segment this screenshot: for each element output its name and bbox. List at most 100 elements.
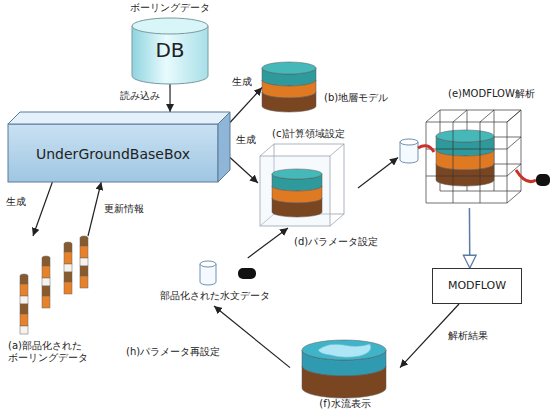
node-illustration (258, 128, 358, 228)
cylinder-top (132, 18, 208, 34)
node-illustration (398, 88, 550, 208)
borehole-cap (20, 274, 28, 278)
calc-domain: (c)計算領域設定 (258, 128, 358, 228)
borehole-cap (80, 236, 88, 240)
strata-layer (436, 150, 494, 170)
flow-display: (f)水流表示 (290, 338, 400, 412)
borehole-segment (64, 272, 72, 282)
database-label: DB (155, 38, 184, 62)
flow-arrow (469, 208, 471, 268)
grid-line (440, 191, 521, 192)
strata-layer (272, 198, 322, 217)
node-label: 部品化された水文データ (160, 290, 270, 302)
node-label: (f)水流表示 (319, 398, 370, 410)
borehole-set: (a)部品化された ボーリングデータ (8, 236, 108, 372)
strata-layer (262, 92, 316, 112)
node-label: (e)MODFLOW解析 (448, 88, 535, 100)
connector-arrow (230, 88, 262, 123)
borehole-segment (80, 276, 88, 288)
connector-arrow (248, 228, 288, 258)
hydro-part (536, 174, 550, 186)
hydro-data: 部品化された水文データ (160, 258, 295, 306)
hydro-part (238, 268, 256, 279)
grid-line (426, 149, 507, 150)
borehole-segment (64, 264, 72, 272)
water-flow (318, 344, 371, 357)
strata-model: (b)地層モデル (262, 60, 412, 115)
connector-arrow (88, 182, 101, 236)
borehole-segment (42, 278, 50, 286)
box-outline (433, 269, 522, 304)
grid-line (507, 137, 521, 149)
strata-layer (262, 80, 316, 98)
domain-cube (260, 144, 344, 226)
edge-label: (d)パラメータ設定 (292, 236, 380, 248)
grid-line (480, 110, 494, 122)
strata-layer (436, 164, 494, 186)
grid-line (426, 122, 507, 123)
connector-arrow (230, 158, 258, 184)
flow-top (302, 340, 386, 360)
cylinder-body (132, 26, 208, 84)
edge-label: 読み込み (118, 90, 162, 102)
modflow-grid: (e)MODFLOW解析 (398, 88, 550, 208)
cube-edge (330, 214, 344, 226)
connector-arrow (214, 306, 290, 368)
hydro-cylinder-top (400, 139, 418, 145)
node-label: (a)部品化された ボーリングデータ (8, 340, 104, 364)
node-label: (b)地層モデル (324, 92, 388, 104)
flow-layer (302, 366, 386, 398)
borehole-segment (20, 314, 28, 326)
grid-line (426, 203, 507, 204)
connector-arrow (169, 84, 170, 112)
box-label: MODFLOW (448, 279, 506, 292)
grid-line (480, 122, 481, 203)
grid-line (507, 110, 521, 122)
borehole-segment (20, 304, 28, 314)
borehole-segment (42, 266, 50, 278)
borehole-segment (20, 284, 28, 296)
borehole-segment (20, 296, 28, 304)
borehole-segment (64, 282, 72, 294)
grid-line (426, 176, 507, 177)
grid-cells (426, 122, 507, 203)
borehole-segment (42, 296, 50, 308)
edge-label: 解析結果 (446, 330, 490, 342)
borehole-cap (64, 242, 72, 246)
grid-line (507, 110, 521, 122)
grid-line (426, 122, 427, 203)
cube-edge (330, 144, 344, 156)
cube-front (260, 156, 330, 226)
connector-arrow (358, 158, 398, 188)
node-label: (c)計算領域設定 (272, 128, 345, 140)
cube-edge (260, 144, 274, 156)
connector-arrow (33, 182, 52, 236)
grid-line (453, 110, 467, 122)
strata-top (436, 130, 494, 142)
borehole-cap (42, 256, 50, 260)
borehole-segment (20, 326, 28, 334)
strata-layer (272, 186, 322, 203)
borehole-segment (80, 246, 88, 258)
node-illustration (262, 60, 412, 115)
hydro-cylinder-top (200, 261, 216, 267)
flow-arrow (418, 146, 434, 152)
borehole-segment (80, 266, 88, 276)
box-top (8, 112, 230, 124)
grid-line (453, 122, 454, 203)
base-box: UnderGroundBaseBox (8, 112, 230, 182)
borehole-segment (64, 252, 72, 264)
grid-line (507, 191, 521, 203)
box-label: UnderGroundBaseBox (36, 146, 190, 163)
strata-top (262, 62, 316, 74)
edge-label: 生成 (230, 76, 254, 88)
grid-line (440, 110, 521, 111)
grid-line (507, 122, 508, 203)
box-side (218, 112, 230, 182)
flow-arrow (516, 170, 536, 182)
process-box: MODFLOW (432, 268, 522, 304)
borehole-segment (80, 258, 88, 266)
borehole-segment (42, 286, 50, 296)
edge-label: 生成 (234, 134, 258, 146)
box-front (8, 124, 218, 182)
